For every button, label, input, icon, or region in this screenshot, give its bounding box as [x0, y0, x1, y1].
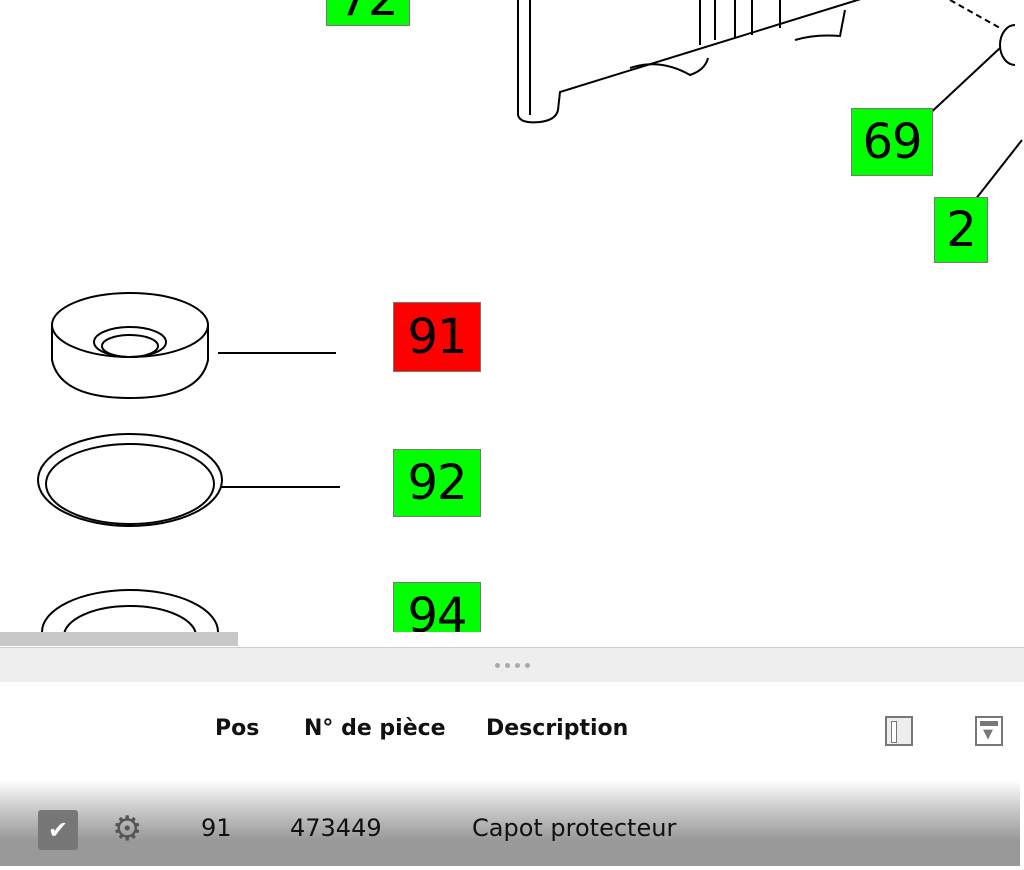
column-header-pos[interactable]: Pos: [215, 716, 260, 741]
table-row-selected[interactable]: ✔ ⚙ 91 473449 Capot protecteur: [0, 780, 1020, 866]
grip-dot: [494, 662, 500, 668]
cell-description: Capot protecteur: [472, 814, 677, 842]
columns-icon[interactable]: [885, 716, 913, 746]
diagram-drawing: [37, 0, 1023, 632]
grip-dot: [524, 662, 530, 668]
scrollbar-thumb[interactable]: [0, 632, 238, 646]
callout-91-selected[interactable]: 91: [393, 302, 481, 372]
gear-icon[interactable]: ⚙: [112, 809, 143, 849]
column-header-description[interactable]: Description: [486, 716, 629, 741]
panel-splitter-handle[interactable]: [0, 647, 1024, 683]
table-header: Pos N° de pièce Description ▼: [0, 682, 1024, 780]
cell-pos: 91: [201, 814, 232, 842]
column-header-part-number[interactable]: N° de pièce: [304, 716, 446, 741]
callout-69[interactable]: 69: [851, 108, 933, 176]
cell-part-number: 473449: [290, 814, 382, 842]
callout-72[interactable]: 72: [326, 0, 410, 26]
exploded-diagram[interactable]: 72 69 2 91 92 94: [0, 0, 1024, 632]
grip-dot: [514, 662, 520, 668]
grip-dot: [504, 662, 510, 668]
download-icon[interactable]: ▼: [975, 716, 1003, 746]
callout-94[interactable]: 94: [393, 582, 481, 632]
callout-2[interactable]: 2: [934, 197, 988, 263]
row-checkbox-checked[interactable]: ✔: [38, 810, 78, 850]
horizontal-scrollbar[interactable]: [0, 632, 1024, 646]
callout-92[interactable]: 92: [393, 449, 481, 517]
